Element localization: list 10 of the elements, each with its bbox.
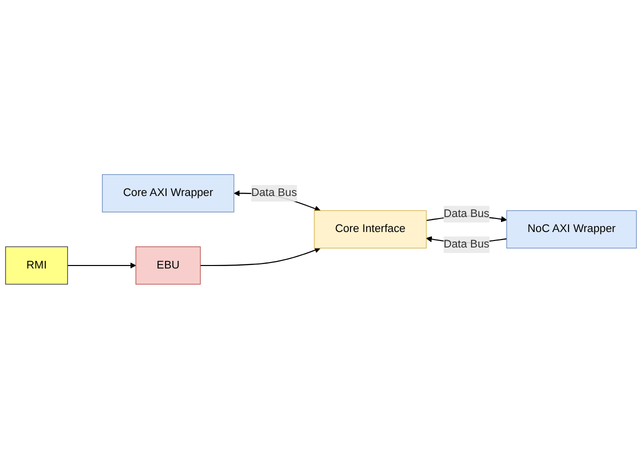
node-box: Core AXI Wrapper xyxy=(102,174,234,212)
node-box: NoC AXI Wrapper xyxy=(506,210,637,248)
arrow xyxy=(68,262,136,268)
edge-label: Data Bus xyxy=(444,207,490,220)
node-box: RMI xyxy=(5,246,68,284)
node-box: Core Interface xyxy=(314,210,427,248)
arrow xyxy=(200,246,321,266)
edge-label: Data Bus xyxy=(251,186,297,198)
node-box: EBU xyxy=(136,246,201,284)
edge-label: Data Bus xyxy=(444,238,490,250)
